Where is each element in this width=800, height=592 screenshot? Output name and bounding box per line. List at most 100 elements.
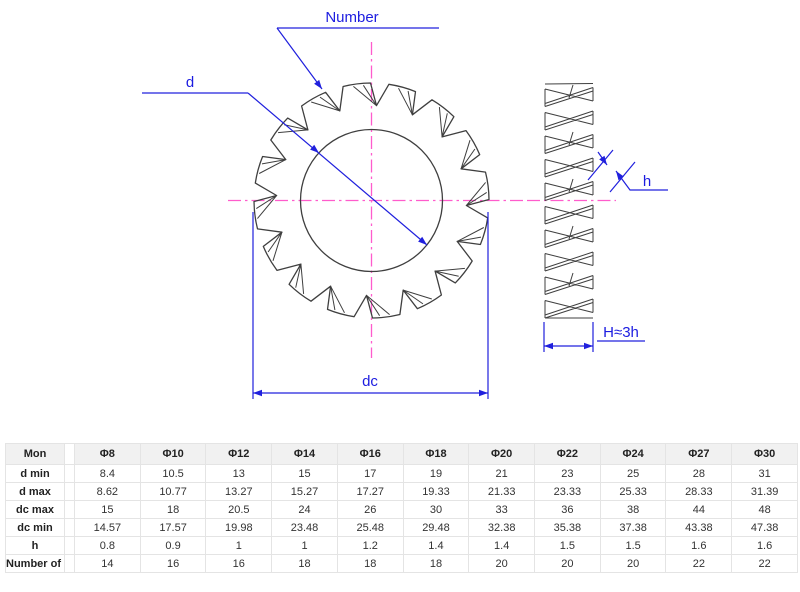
- tooth-twist-edges: [256, 85, 487, 316]
- spacer-cell: [64, 554, 75, 573]
- dc-dimension-line: [252, 212, 489, 399]
- arrowhead: [584, 342, 593, 350]
- table-cell: 8.62: [74, 482, 141, 501]
- arrowhead: [418, 236, 427, 245]
- H-3h-label: H≈3h: [603, 324, 639, 341]
- table-cell: 1.4: [468, 536, 536, 555]
- arrowhead: [599, 155, 607, 165]
- table-cell: 1.6: [731, 536, 798, 555]
- table-cell: 20: [534, 554, 601, 573]
- table-cell: 23.48: [271, 518, 338, 537]
- table-cell: 43.38: [665, 518, 733, 537]
- table-cell: 13: [205, 464, 273, 483]
- table-cell: 25: [599, 464, 667, 483]
- table-cell: 0.8: [74, 536, 141, 555]
- column-header: Φ18: [402, 443, 470, 465]
- table-cell: 30: [402, 500, 470, 519]
- arrowhead: [253, 389, 262, 397]
- table-cell: 20.5: [205, 500, 273, 519]
- table-cell: 18: [271, 554, 338, 573]
- table-cell: 17.57: [139, 518, 207, 537]
- table-cell: 20: [599, 554, 667, 573]
- row-label: dc max: [5, 500, 65, 519]
- side-view-serrations: [544, 83, 594, 319]
- column-header: Φ22: [534, 443, 601, 465]
- table-cell: 1.5: [599, 536, 667, 555]
- row-label: h: [5, 536, 65, 555]
- table-cell: 22: [731, 554, 798, 573]
- table-cell: 18: [402, 554, 470, 573]
- number-label: Number: [325, 9, 378, 26]
- row-label: d max: [5, 482, 65, 501]
- h-label: h: [643, 173, 651, 190]
- table-cell: 15: [74, 500, 141, 519]
- table-cell: 23.33: [534, 482, 601, 501]
- spacer-cell: [64, 518, 75, 537]
- spacer-cell: [64, 464, 75, 483]
- table-cell: 48: [731, 500, 798, 519]
- table-cell: 1.6: [665, 536, 733, 555]
- table-cell: 16: [205, 554, 273, 573]
- row-label: d min: [5, 464, 65, 483]
- row-label-header: Mon: [5, 443, 65, 465]
- row-label: Number of t...: [5, 554, 65, 573]
- table-cell: 10.77: [139, 482, 207, 501]
- table-cell: 33: [468, 500, 536, 519]
- table-cell: 23: [534, 464, 601, 483]
- table-cell: 18: [336, 554, 404, 573]
- table-cell: 1.2: [336, 536, 404, 555]
- table-cell: 22: [665, 554, 733, 573]
- H-dimension-line: [543, 322, 645, 352]
- table-cell: 36: [534, 500, 601, 519]
- table-cell: 28: [665, 464, 733, 483]
- column-header: Φ20: [468, 443, 536, 465]
- column-header: Φ8: [74, 443, 141, 465]
- table-cell: 14: [74, 554, 141, 573]
- washer-front-view: [253, 82, 490, 319]
- spacer-cell: [64, 500, 75, 519]
- table-cell: 14.57: [74, 518, 141, 537]
- table-cell: 21.33: [468, 482, 536, 501]
- table-cell: 38: [599, 500, 667, 519]
- table-cell: 19.33: [402, 482, 470, 501]
- table-cell: 19.98: [205, 518, 273, 537]
- table-cell: 28.33: [665, 482, 733, 501]
- column-header: Φ27: [665, 443, 733, 465]
- technical-drawing: Number d dc h H≈3h: [142, 9, 668, 399]
- table-cell: 17: [336, 464, 404, 483]
- washer-side-view: [544, 83, 594, 319]
- d-diameter-line: [142, 92, 428, 246]
- spacer-cell: [64, 482, 75, 501]
- arrowhead: [544, 342, 553, 350]
- table-cell: 1: [205, 536, 273, 555]
- table-cell: 47.38: [731, 518, 798, 537]
- column-header: Φ12: [205, 443, 273, 465]
- column-header: Φ16: [336, 443, 404, 465]
- spacer-column: [64, 443, 75, 465]
- table-cell: 20: [468, 554, 536, 573]
- column-header: Φ30: [731, 443, 798, 465]
- table-cell: 31: [731, 464, 798, 483]
- number-leader-line: [276, 27, 439, 90]
- table-cell: 31.39: [731, 482, 798, 501]
- table-cell: 8.4: [74, 464, 141, 483]
- arrowhead: [314, 79, 322, 89]
- table-cell: 37.38: [599, 518, 667, 537]
- dimension-labels: Number d dc h H≈3h: [186, 9, 651, 390]
- table-cell: 21: [468, 464, 536, 483]
- table-cell: 15.27: [271, 482, 338, 501]
- row-label: dc min: [5, 518, 65, 537]
- d-label: d: [186, 74, 194, 91]
- table-cell: 1.5: [534, 536, 601, 555]
- table-cell: 15: [271, 464, 338, 483]
- table-cell: 16: [139, 554, 207, 573]
- dimension-lines: [142, 27, 668, 399]
